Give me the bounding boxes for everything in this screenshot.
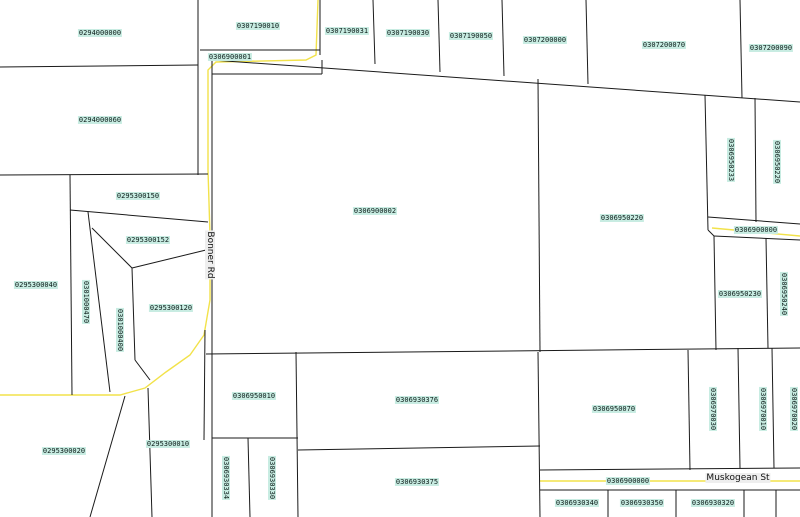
parcel-label[interactable]: 0295300120	[148, 304, 194, 312]
parcel-label[interactable]: 0306900000	[733, 226, 779, 234]
parcel-label[interactable]: 0307190050	[448, 32, 494, 40]
parcel-label[interactable]: 0307200090	[748, 44, 794, 52]
parcel-label[interactable]: 0307200000	[522, 36, 568, 44]
parcel-label[interactable]: 0306930350	[619, 499, 665, 507]
parcel-label[interactable]: 0295300150	[115, 192, 161, 200]
parcel-label[interactable]: 0306970020	[790, 386, 798, 432]
parcel-label[interactable]: 0295300010	[145, 440, 191, 448]
parcel-label[interactable]: 0306970030	[709, 386, 717, 432]
parcel-label[interactable]: 0301000470	[82, 279, 90, 325]
parcel-label[interactable]: 0306930340	[554, 499, 600, 507]
parcel-label[interactable]: 0301000400	[116, 307, 124, 353]
parcel-label[interactable]: 0307200070	[641, 41, 687, 49]
parcel-label[interactable]: 0295300040	[13, 281, 59, 289]
parcel-label[interactable]: 0306950240	[780, 271, 788, 317]
parcel-label[interactable]: 0295300152	[125, 236, 171, 244]
parcel-label[interactable]: 0306970010	[759, 386, 767, 432]
parcel-label[interactable]: 0306950010	[231, 392, 277, 400]
road-label-bonner[interactable]: Bonner Rd	[205, 230, 215, 280]
parcel-label[interactable]: 0295300020	[41, 447, 87, 455]
parcel-label[interactable]: 0306900002	[352, 207, 398, 215]
parcel-label[interactable]: 0306950070	[591, 405, 637, 413]
parcel-label[interactable]: 0306950220	[773, 139, 781, 185]
parcel-label[interactable]: 0306930334	[222, 455, 230, 501]
parcel-label[interactable]: 0307190031	[324, 27, 370, 35]
parcel-label[interactable]: 0306900001	[207, 53, 253, 61]
parcel-label[interactable]: 0306930330	[268, 455, 276, 501]
parcel-label[interactable]: 0307190010	[235, 22, 281, 30]
parcel-label[interactable]: 0306950233	[727, 137, 735, 183]
parcel-label[interactable]: 0294000000	[77, 29, 123, 37]
parcel-label[interactable]: 0307190030	[385, 29, 431, 37]
parcel-label[interactable]: 0294000060	[77, 116, 123, 124]
road-label-muskogean[interactable]: Muskogean St	[705, 473, 771, 483]
parcel-label[interactable]: 0306900000	[605, 477, 651, 485]
parcel-label[interactable]: 0306950220	[599, 214, 645, 222]
parcel-label[interactable]: 0306930320	[690, 499, 736, 507]
parcel-label[interactable]: 0306950230	[717, 290, 763, 298]
parcel-label[interactable]: 0306930375	[394, 478, 440, 486]
parcel-label[interactable]: 0306930376	[394, 396, 440, 404]
